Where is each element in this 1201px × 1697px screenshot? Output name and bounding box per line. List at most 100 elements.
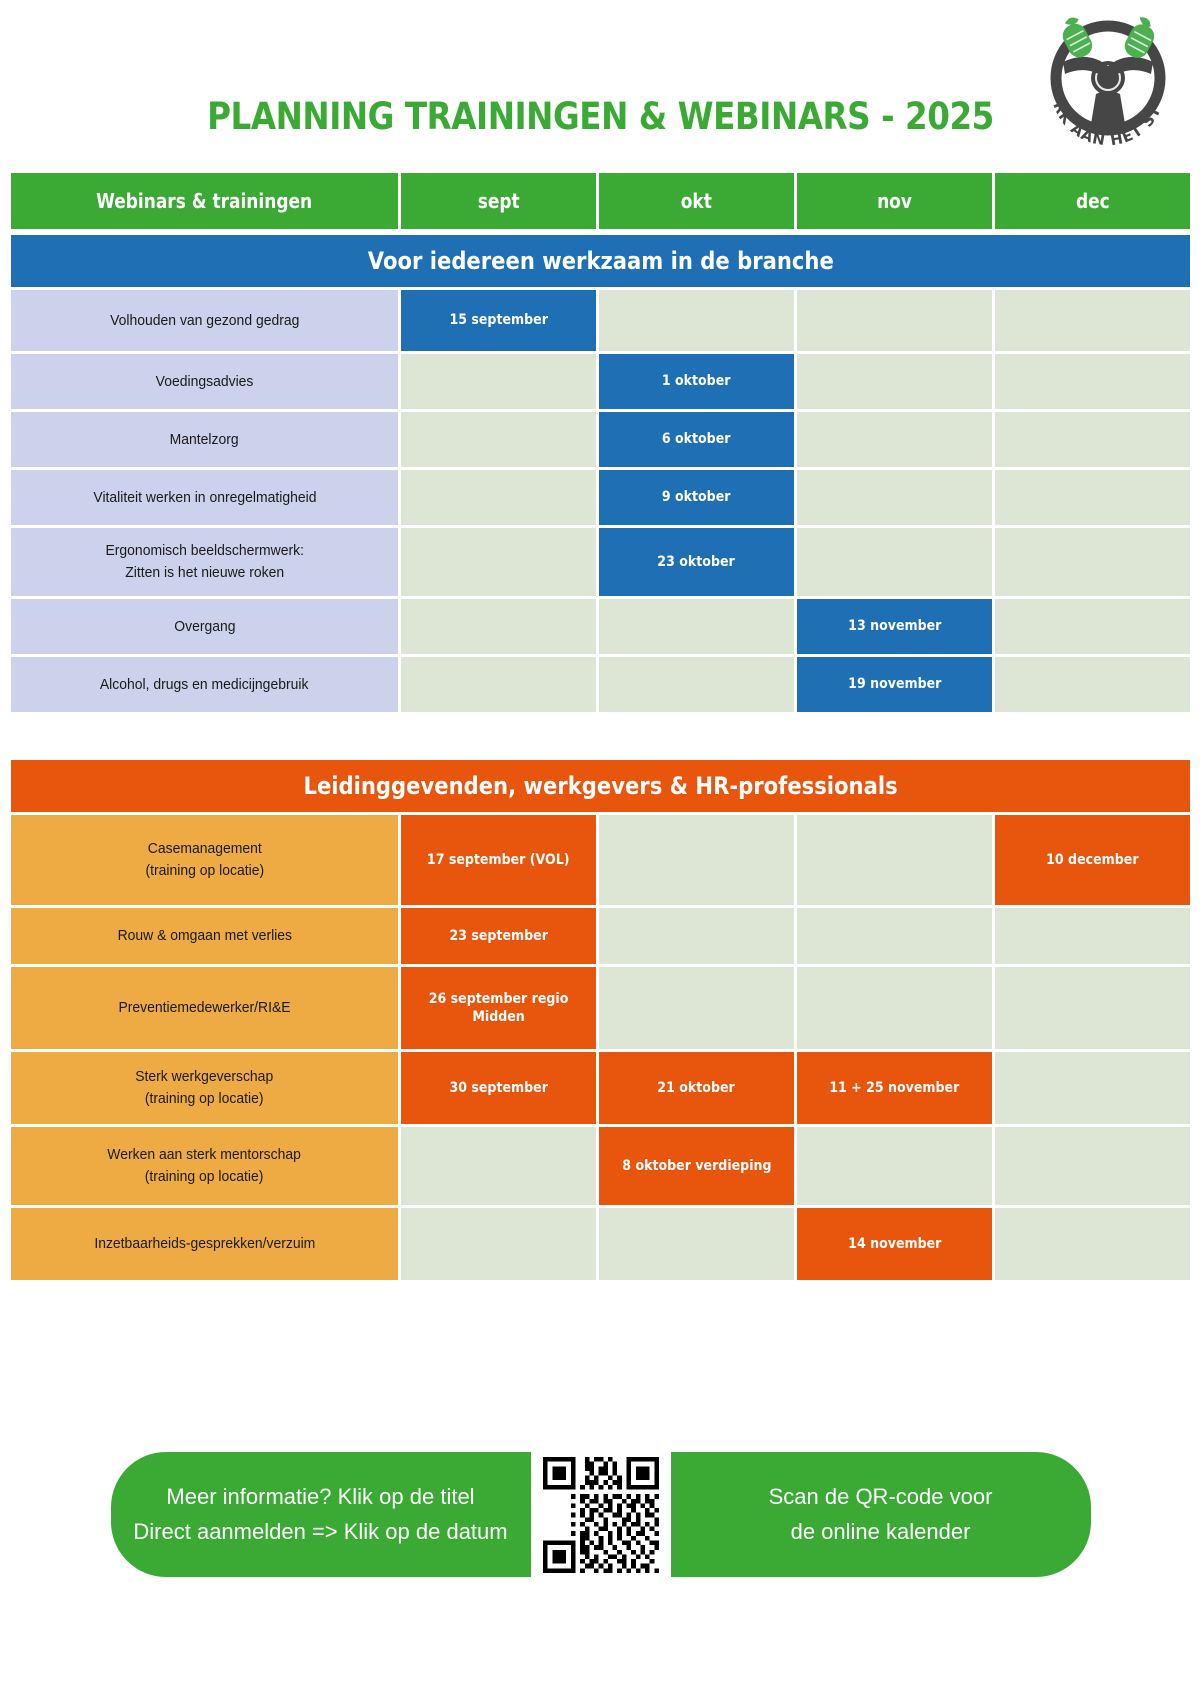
empty-cell-sept [400,599,596,654]
qr-cta-line2: de online kalender [790,1518,971,1544]
course-date-sept[interactable]: 17 september (VOL) [400,815,596,905]
section-branche-header-row: Voor iedereen werkzaam in de branche [11,235,1190,287]
empty-cell-dec [994,967,1190,1049]
course-name[interactable]: Alcohol, drugs en medicijngebruik [11,657,398,712]
info-cta-line2: Direct aanmelden => Klik op de datum [133,1518,508,1544]
empty-cell-okt [598,599,794,654]
course-name[interactable]: Rouw & omgaan met verlies [11,908,398,964]
course-date-dec[interactable]: 10 december [994,815,1190,905]
course-name-label: Ergonomisch beeldschermwerk:Zitten is he… [105,542,304,581]
empty-cell-okt [598,815,794,905]
course-name-label: Preventiemedewerker/RI&E [118,999,291,1017]
course-name[interactable]: Inzetbaarheids-gesprekken/verzuim [11,1208,398,1280]
empty-cell-dec [994,1208,1190,1280]
course-date-okt[interactable]: 21 oktober [598,1052,794,1124]
qr-cta-panel[interactable]: Scan de QR-code voor de online kalender [670,1452,1091,1577]
course-name[interactable]: Sterk werkgeverschap(training op locatie… [11,1052,398,1124]
table-row: Sterk werkgeverschap(training op locatie… [11,1052,1190,1124]
section-leidinggevenden-title-label: Leidinggevenden, werkgevers & HR-profess… [303,772,898,800]
empty-cell-sept [400,412,596,467]
column-header-sept-label: sept [477,189,520,213]
table-header-row: Webinars & trainingen sept okt nov dec [11,173,1190,229]
empty-cell-sept [400,470,596,525]
course-date-okt[interactable]: 1 oktober [598,354,794,409]
course-name[interactable]: Ergonomisch beeldschermwerk:Zitten is he… [11,528,398,596]
qr-code-icon[interactable] [542,1456,659,1573]
table-row: Ergonomisch beeldschermwerk:Zitten is he… [11,528,1190,596]
empty-cell-nov [796,290,992,351]
course-name[interactable]: Overgang [11,599,398,654]
table-row: Overgang 13 november [11,599,1190,654]
course-date-okt[interactable]: 23 oktober [598,528,794,596]
column-header-dec: dec [994,173,1190,229]
course-name-label: Mantelzorg [169,430,239,448]
course-date-okt[interactable]: 6 oktober [598,412,794,467]
empty-cell-dec [994,1052,1190,1124]
course-date-nov[interactable]: 13 november [796,599,992,654]
course-name-label: Alcohol, drugs en medicijngebruik [100,675,309,693]
empty-cell-nov [796,412,992,467]
column-header-name: Webinars & trainingen [11,173,398,229]
empty-cell-dec [994,908,1190,964]
course-name-label: Overgang [173,617,236,635]
empty-cell-nov [796,908,992,964]
course-date-okt[interactable]: 9 oktober [598,470,794,525]
empty-cell-okt [598,908,794,964]
empty-cell-sept [400,1127,596,1205]
footer-cta-bar: Meer informatie? Klik op de titel Direct… [0,1452,1201,1577]
section-spacer [0,715,1201,757]
table-row: Vitaliteit werken in onregelmatigheid 9 … [11,470,1190,525]
empty-cell-nov [796,470,992,525]
course-name[interactable]: Volhouden van gezond gedrag [11,290,398,351]
empty-cell-dec [994,528,1190,596]
sterk-aan-het-stuur-logo: STERK AAN HET STUUR [1026,0,1183,158]
course-date-nov[interactable]: 14 november [796,1208,992,1280]
course-name[interactable]: Preventiemedewerker/RI&E [11,967,398,1049]
empty-cell-sept [400,1208,596,1280]
empty-cell-dec [994,599,1190,654]
empty-cell-nov [796,528,992,596]
qr-cta-line1: Scan de QR-code voor [768,1484,993,1510]
column-header-dec-label: dec [1075,189,1110,213]
empty-cell-nov [796,354,992,409]
course-date-okt[interactable]: 8 oktober verdieping [598,1127,794,1205]
course-date-sept[interactable]: 23 september [400,908,596,964]
empty-cell-sept [400,657,596,712]
table-row: Rouw & omgaan met verlies 23 september [11,908,1190,964]
qr-code-container [530,1452,671,1577]
empty-cell-nov [796,967,992,1049]
info-cta-panel[interactable]: Meer informatie? Klik op de titel Direct… [110,1452,531,1577]
course-name[interactable]: Voedingsadvies [11,354,398,409]
table-row: Inzetbaarheids-gesprekken/verzuim 14 nov… [11,1208,1190,1280]
section-leidinggevenden-header-row: Leidinggevenden, werkgevers & HR-profess… [11,760,1190,812]
empty-cell-okt [598,657,794,712]
course-name[interactable]: Werken aan sterk mentorschap(training op… [11,1127,398,1205]
course-name-label: Sterk werkgeverschap(training op locatie… [135,1068,274,1107]
info-cta-line1: Meer informatie? Klik op de titel [166,1484,475,1510]
course-date-nov[interactable]: 11 + 25 november [796,1052,992,1124]
empty-cell-dec [994,290,1190,351]
empty-cell-dec [994,412,1190,467]
table-row: Alcohol, drugs en medicijngebruik 19 nov… [11,657,1190,712]
page-title: PLANNING TRAININGEN & WEBINARS - 2025 [207,95,994,138]
course-date-nov[interactable]: 19 november [796,657,992,712]
empty-cell-okt [598,1208,794,1280]
column-header-table: Webinars & trainingen sept okt nov dec [8,170,1193,232]
course-name[interactable]: Vitaliteit werken in onregelmatigheid [11,470,398,525]
table-row: Voedingsadvies 1 oktober [11,354,1190,409]
empty-cell-nov [796,1127,992,1205]
course-name[interactable]: Mantelzorg [11,412,398,467]
section-branche-title-label: Voor iedereen werkzaam in de branche [367,247,834,275]
course-date-sept[interactable]: 15 september [400,290,596,351]
empty-cell-okt [598,290,794,351]
table-row: Werken aan sterk mentorschap(training op… [11,1127,1190,1205]
section-leidinggevenden-table: Leidinggevenden, werkgevers & HR-profess… [8,757,1193,1283]
course-name-label: Voedingsadvies [155,372,254,390]
empty-cell-dec [994,354,1190,409]
course-date-sept[interactable]: 30 september [400,1052,596,1124]
column-header-nov: nov [796,173,992,229]
empty-cell-sept [400,528,596,596]
column-header-okt-label: okt [680,189,712,213]
course-name[interactable]: Casemanagement(training op locatie) [11,815,398,905]
